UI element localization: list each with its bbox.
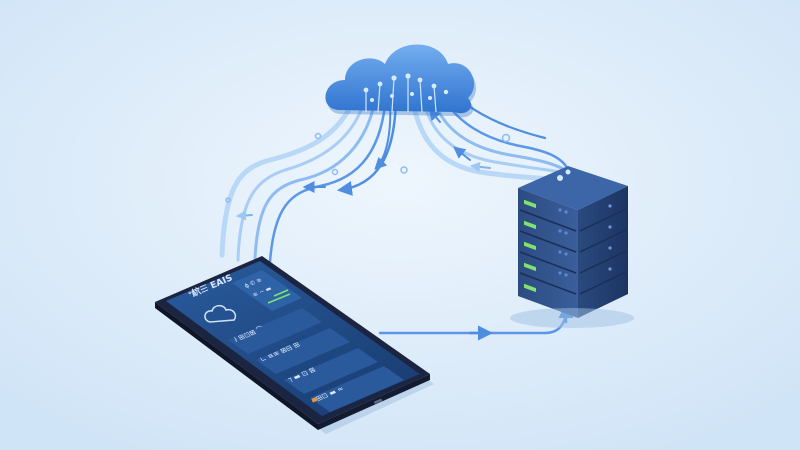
server-status-leds <box>524 199 536 293</box>
data-particles <box>225 132 511 203</box>
phone-list-row-2 <box>256 328 350 374</box>
cloud-icon <box>325 44 477 118</box>
phone-port <box>373 398 383 404</box>
smartphone-icon: ᐤ䋉☰ EAIS ɸ ✆ ≋ ≡ ~ ▬ ⅈ ⊞⊡⊠ ⌒ ∟ ≡≡ ⊠⊟ ⊞ ⁊… <box>155 256 434 434</box>
phone-list-row-1 <box>228 308 322 354</box>
phone-top-card <box>232 270 302 311</box>
phone-list-row-4 <box>310 366 404 412</box>
cloud-to-phone-flows <box>219 92 398 264</box>
server-rack-icon <box>510 166 634 328</box>
cloud-outline-icon <box>204 304 237 323</box>
phone-screen <box>166 261 420 416</box>
phone-badge <box>311 396 318 403</box>
phone-list-row-3 <box>284 348 378 394</box>
